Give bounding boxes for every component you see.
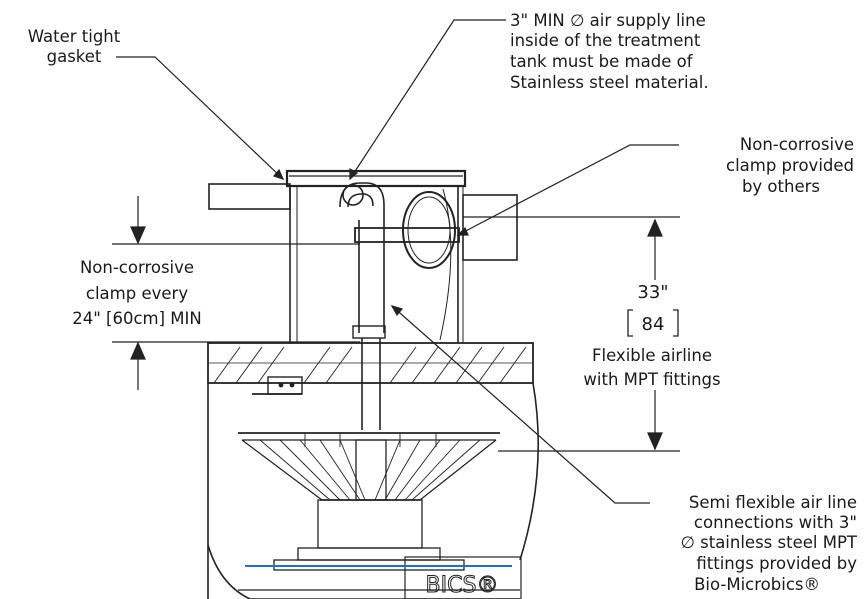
air-supply-line (339, 182, 460, 430)
svg-text:Non-corrosive: Non-corrosive (80, 258, 194, 277)
label-water-tight-gasket: Water tight gasket (28, 27, 121, 66)
svg-text:24" [60cm] MIN: 24" [60cm] MIN (72, 309, 202, 328)
diffuser-assembly (238, 432, 500, 571)
svg-text:fittings provided by: fittings provided by (696, 554, 857, 573)
svg-text:clamp every: clamp every (86, 284, 188, 303)
svg-text:33": 33" (637, 282, 668, 303)
svg-text:with MPT fittings: with MPT fittings (583, 370, 720, 389)
label-air-supply-line: 3" MIN ∅ air supply line inside of the t… (510, 11, 709, 92)
leader-lines (116, 19, 679, 504)
svg-text:∅ stainless steel MPT: ∅ stainless steel MPT (681, 533, 858, 552)
brand-text: BICS® (426, 573, 499, 598)
svg-text:Bio-Microbics®: Bio-Microbics® (694, 575, 820, 594)
svg-text:3" MIN ∅ air supply line: 3" MIN ∅ air supply line (510, 11, 706, 30)
svg-text:inside of the treatment: inside of the treatment (510, 31, 701, 50)
riser (208, 169, 518, 343)
svg-text:connections with 3": connections with 3" (694, 513, 857, 532)
svg-text:tank must be made of: tank must be made of (510, 52, 694, 71)
svg-text:Water tight: Water tight (28, 27, 121, 46)
svg-text:gasket: gasket (47, 47, 102, 66)
label-flexible-airline: Flexible airline with MPT fittings (583, 346, 720, 389)
label-semi-flexible-air-line: Semi flexible air line connections with … (681, 493, 858, 594)
svg-text:84: 84 (642, 314, 665, 335)
label-clamp-provided-by-others: Non-corrosive clamp provided by others (726, 135, 854, 196)
svg-text:Semi flexible air line: Semi flexible air line (689, 493, 857, 512)
label-clamp-every: Non-corrosive clamp every 24" [60cm] MIN (72, 258, 202, 328)
treatment-tank (207, 342, 540, 599)
svg-text:by others: by others (742, 177, 820, 196)
svg-text:Flexible airline: Flexible airline (592, 346, 712, 365)
dimension-33in (463, 216, 680, 452)
dimension-clamp-spacing (112, 196, 360, 390)
svg-text:clamp provided: clamp provided (726, 156, 854, 175)
svg-text:Non-corrosive: Non-corrosive (740, 135, 854, 154)
svg-text:Stainless steel material.: Stainless steel material. (510, 73, 709, 92)
label-dimension-values: 33" 84 (627, 282, 679, 337)
